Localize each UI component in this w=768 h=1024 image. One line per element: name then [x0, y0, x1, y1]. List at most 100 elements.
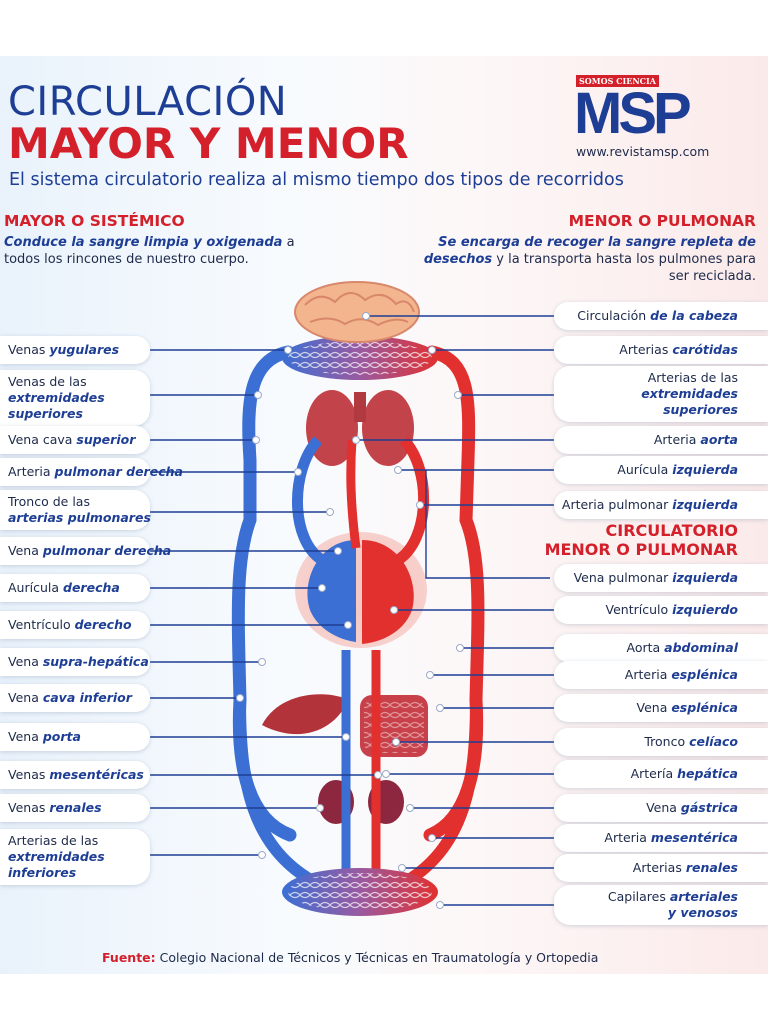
label-plain: Vena: [8, 690, 43, 705]
label-emph: supra-hepática: [42, 654, 149, 669]
section-menor-desc-rest: y la transporta hasta los pulmones para …: [492, 252, 756, 284]
label-emph: celíaco: [689, 734, 738, 749]
right-label-15: Arterias renales: [554, 854, 768, 882]
label-emph: mesentérica: [650, 830, 738, 845]
subtitle: El sistema circulatorio realiza al mismo…: [9, 170, 624, 190]
label-emph: derecha: [63, 580, 120, 595]
logo-tagline: SOMOS CIENCIA: [576, 75, 659, 87]
label-plain: Venas de las: [8, 374, 87, 389]
right-label-0: Circulación de la cabeza: [554, 302, 768, 330]
label-emph: izquierda: [672, 497, 738, 512]
label-plain: Aorta: [626, 640, 665, 655]
right-label-10-line-0: Vena esplénica: [554, 700, 739, 716]
left-label-8-line-0: Vena supra-hepática: [8, 654, 150, 670]
left-label-6-line-0: Aurícula derecha: [8, 580, 150, 596]
label-emph: pulmonar derecha: [54, 464, 183, 479]
label-emph: hepática: [677, 766, 738, 781]
label-emph: inferiores: [8, 865, 77, 880]
label-emph: pulmonar derecha: [42, 543, 172, 558]
label-emph: mesentéricas: [49, 767, 144, 782]
label-emph: cava inferior: [42, 690, 132, 705]
left-label-4-line-0: Tronco de las: [8, 494, 150, 510]
label-emph: superiores: [663, 402, 738, 417]
source-label: Fuente:: [102, 950, 156, 965]
label-plain: Arterias: [619, 342, 673, 357]
right-label-6-line-0: Vena pulmonar izquierda: [554, 570, 738, 586]
right-label-2-line-0: Arterias de las: [554, 370, 738, 386]
left-label-12: Venas renales: [0, 794, 150, 822]
label-plain: Venas: [8, 342, 50, 357]
left-label-5: Vena pulmonar derecha: [0, 537, 171, 565]
brain-icon: [294, 281, 420, 343]
label-plain: Ventrículo: [605, 602, 673, 617]
right-label-13-line-0: Vena gástrica: [554, 800, 738, 816]
right-label-1: Arterias carótidas: [554, 336, 768, 364]
right-label-11: Tronco celíaco: [554, 728, 768, 756]
right-label-5-line-0: Arteria pulmonar izquierda: [554, 497, 738, 513]
label-emph: renales: [685, 860, 738, 875]
label-emph: extremidades: [8, 390, 105, 405]
label-emph: extremidades: [8, 849, 105, 864]
label-plain: Ventrículo: [8, 617, 75, 632]
section-menor-desc: Se encarga de recoger la sangre repleta …: [404, 234, 756, 285]
left-label-3: Arteria pulmonar derecha: [0, 458, 183, 486]
right-label-10: Vena esplénica: [554, 694, 768, 722]
label-plain: Venas: [8, 767, 50, 782]
label-emph: aorta: [700, 432, 738, 447]
right-label-4-line-0: Aurícula izquierda: [554, 462, 738, 478]
label-emph: esplénica: [671, 667, 738, 682]
title-line2: MAYOR Y MENOR: [8, 119, 409, 168]
label-emph: y venosos: [667, 905, 738, 920]
section-menor-title: MENOR O PULMONAR: [568, 212, 756, 230]
label-plain: Venas: [8, 800, 50, 815]
right-label-16-line-0: Capilares arteriales: [554, 889, 738, 905]
right-label-3-line-0: Arteria aorta: [554, 432, 738, 448]
source-footer: Fuente: Colegio Nacional de Técnicos y T…: [102, 950, 598, 965]
right-label-4: Aurícula izquierda: [554, 456, 768, 484]
left-label-0: Venas yugulares: [0, 336, 150, 364]
right-label-3: Arteria aorta: [554, 426, 768, 454]
label-plain: Vena pulmonar: [573, 570, 673, 585]
circulatorio-menor-title: CIRCULATORIO MENOR O PULMONAR: [545, 521, 738, 559]
right-label-11-line-0: Tronco celíaco: [554, 734, 738, 750]
circulatorio-menor-line2: MENOR O PULMONAR: [544, 540, 738, 559]
right-label-14-line-0: Arteria mesentérica: [554, 830, 738, 846]
label-plain: Arterias de las: [8, 833, 99, 848]
section-mayor-desc: Conduce la sangre limpia y oxigenada a t…: [4, 234, 334, 268]
section-mayor-title: MAYOR O SISTÉMICO: [4, 212, 185, 230]
left-label-9-line-0: Vena cava inferior: [8, 690, 150, 706]
label-plain: Tronco: [644, 734, 690, 749]
right-label-5: Arteria pulmonar izquierda: [554, 491, 768, 519]
left-label-2: Vena cava superior: [0, 426, 150, 454]
section-mayor-desc-emph: Conduce la sangre limpia y oxigenada: [4, 235, 283, 250]
right-label-12: Artería hepática: [554, 760, 768, 788]
left-label-3-line-0: Arteria pulmonar derecha: [8, 464, 183, 480]
left-label-10-line-0: Vena porta: [8, 729, 150, 745]
right-label-14: Arteria mesentérica: [554, 824, 768, 852]
label-emph: superior: [76, 432, 136, 447]
right-label-7: Ventrículo izquierdo: [554, 596, 768, 624]
label-plain: Vena: [8, 543, 43, 558]
left-label-12-line-0: Venas renales: [8, 800, 150, 816]
circulatorio-menor-line1: CIRCULATORIO: [605, 521, 738, 540]
label-emph: de la cabeza: [650, 308, 738, 323]
right-label-9-line-0: Arteria esplénica: [554, 667, 738, 683]
label-plain: Arteria pulmonar: [561, 497, 673, 512]
label-plain: Tronco de las: [8, 494, 90, 509]
left-label-5-line-0: Vena pulmonar derecha: [8, 543, 171, 559]
label-emph: derecho: [74, 617, 132, 632]
label-emph: carótidas: [672, 342, 738, 357]
right-label-8-line-0: Aorta abdominal: [554, 640, 738, 656]
left-label-13-line-0: Arterias de las: [8, 833, 150, 849]
label-plain: Aurícula: [617, 462, 673, 477]
source-text: Colegio Nacional de Técnicos y Técnicas …: [155, 950, 599, 965]
label-plain: Vena: [8, 729, 43, 744]
label-plain: Arterias: [632, 860, 686, 875]
right-label-8: Aorta abdominal: [554, 634, 768, 662]
label-emph: abdominal: [664, 640, 738, 655]
label-emph: arteriales: [669, 889, 738, 904]
label-emph: porta: [42, 729, 81, 744]
